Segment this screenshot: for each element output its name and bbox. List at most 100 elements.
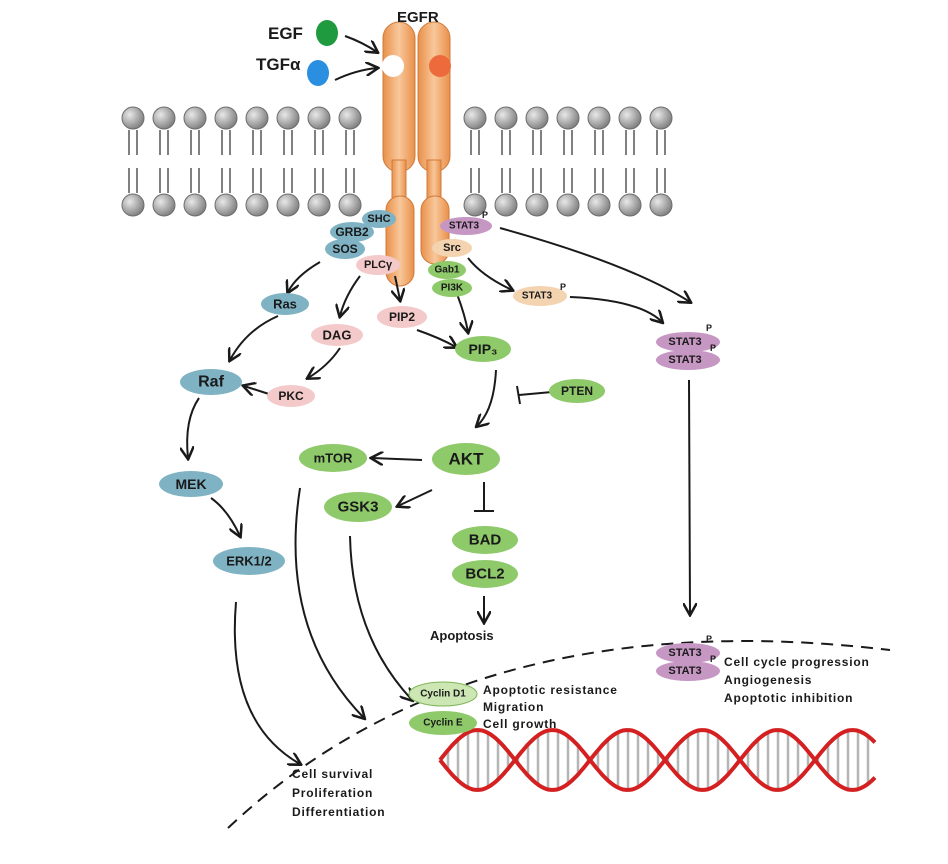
dna-strand (438, 728, 877, 792)
lipid-head (183, 106, 207, 130)
stat-effect-2: Angiogenesis (724, 673, 812, 687)
pip3-node (455, 336, 511, 362)
ligand-binding-site-left (382, 55, 404, 77)
lipid-head (307, 106, 331, 130)
cyclin-effect-3: Cell growth (483, 717, 557, 731)
apoptosis-label: Apoptosis (430, 628, 494, 643)
egf-label: EGF (268, 24, 303, 43)
raf-node (180, 369, 242, 395)
stat-effect-3: Apoptotic inhibition (724, 691, 853, 705)
stat-effect-1: Cell cycle progression (724, 655, 870, 669)
lipid-head (307, 193, 331, 217)
erk-effect-2: Proliferation (292, 786, 373, 800)
cyclin-effect-1: Apoptotic resistance (483, 683, 618, 697)
bad-label: BAD (469, 532, 502, 549)
cell-membrane (121, 106, 673, 217)
tgfa-ligand (307, 60, 329, 86)
gsk3-node (324, 492, 392, 522)
phospho-label: P (710, 654, 716, 664)
lipid-head (214, 193, 238, 217)
tgfa-label: TGFα (256, 55, 301, 74)
pathway-arrows (187, 227, 690, 764)
phospho-label: P (560, 282, 566, 292)
gab1-label: Gab1 (434, 265, 459, 276)
lipid-head (463, 193, 487, 217)
lipid-head (525, 193, 549, 217)
lipid-head (587, 193, 611, 217)
plcy-label: PLCγ (364, 259, 393, 271)
phospho-label: P (706, 634, 712, 644)
lipid-head (618, 106, 642, 130)
dna-strand (438, 728, 877, 792)
lipid-head (649, 193, 673, 217)
lipid-head (245, 193, 269, 217)
stat3-receptor-node (440, 217, 492, 235)
lipid-head (121, 193, 145, 217)
sos-node (325, 239, 365, 259)
mek-label: MEK (175, 476, 206, 492)
egf-ligand (316, 20, 338, 46)
lipid-head (556, 106, 580, 130)
lipid-head (183, 193, 207, 217)
cyclin-d1-label: Cyclin D1 (420, 689, 466, 700)
ras-label: Ras (273, 297, 297, 312)
ligand-binding-site-right (429, 55, 451, 77)
dna-helix (438, 728, 877, 792)
shc-node (362, 210, 396, 228)
lipid-head (618, 193, 642, 217)
cyclin-e-label: Cyclin E (423, 718, 463, 729)
grb2-node (330, 222, 374, 242)
stat3-cytoplasmic-dimer: STAT3 STAT3 P P (656, 323, 720, 370)
egfr-label: EGFR (397, 9, 439, 26)
lipid-head (276, 193, 300, 217)
stat3-nuclear-dimer: STAT3 STAT3 P P (656, 634, 720, 681)
bcl2-label: BCL2 (465, 566, 504, 583)
cyclin-effect-2: Migration (483, 700, 544, 714)
pten-node (549, 379, 605, 403)
lipid-head (214, 106, 238, 130)
akt-label: AKT (449, 450, 485, 469)
phospho-label: P (482, 210, 488, 220)
stat3-nuclear-bottom-label: STAT3 (668, 665, 701, 677)
src-node (432, 239, 472, 257)
sos-label: SOS (332, 242, 357, 256)
lipid-head (649, 106, 673, 130)
plc-pathway: DAG PKC PIP2 (267, 306, 427, 407)
lipid-head (121, 106, 145, 130)
pkc-node (267, 385, 315, 407)
stat3-dimer-top-label: STAT3 (668, 336, 701, 348)
cyclin-d1-node (408, 681, 478, 707)
lipid-head (494, 106, 518, 130)
bad-node (452, 526, 518, 554)
cyclins: Cyclin D1 Cyclin E (408, 681, 478, 735)
stat3-nuclear-top-node (656, 643, 720, 663)
mtor-node (299, 444, 367, 472)
raf-label: Raf (198, 374, 224, 391)
lipid-head (463, 106, 487, 130)
lipid-head (338, 193, 362, 217)
nuclear-envelope (227, 640, 891, 829)
gsk3-label: GSK3 (338, 499, 379, 516)
phospho-label: P (706, 323, 712, 333)
lipid-head (525, 106, 549, 130)
stat3-dimer-bottom-node (656, 350, 720, 370)
pi3k-node (432, 279, 472, 297)
erk-node (213, 547, 285, 575)
erk-label: ERK1/2 (226, 554, 272, 569)
gab1-node (428, 261, 466, 279)
egf-arrow (344, 35, 377, 52)
lipid-head (152, 106, 176, 130)
pip3-label: PIP₃ (468, 341, 497, 357)
erk-effect-1: Cell survival (292, 767, 373, 781)
lipid-head (494, 193, 518, 217)
src-label: Src (443, 242, 461, 254)
stat3-cytosol-label: STAT3 (522, 291, 553, 302)
lipid-head (276, 106, 300, 130)
mek-node (159, 471, 223, 497)
lipid-head (338, 106, 362, 130)
egfr-receptor (382, 21, 451, 287)
dag-node (311, 324, 363, 346)
erk-effect-3: Differentiation (292, 805, 385, 819)
pkc-label: PKC (278, 389, 304, 403)
